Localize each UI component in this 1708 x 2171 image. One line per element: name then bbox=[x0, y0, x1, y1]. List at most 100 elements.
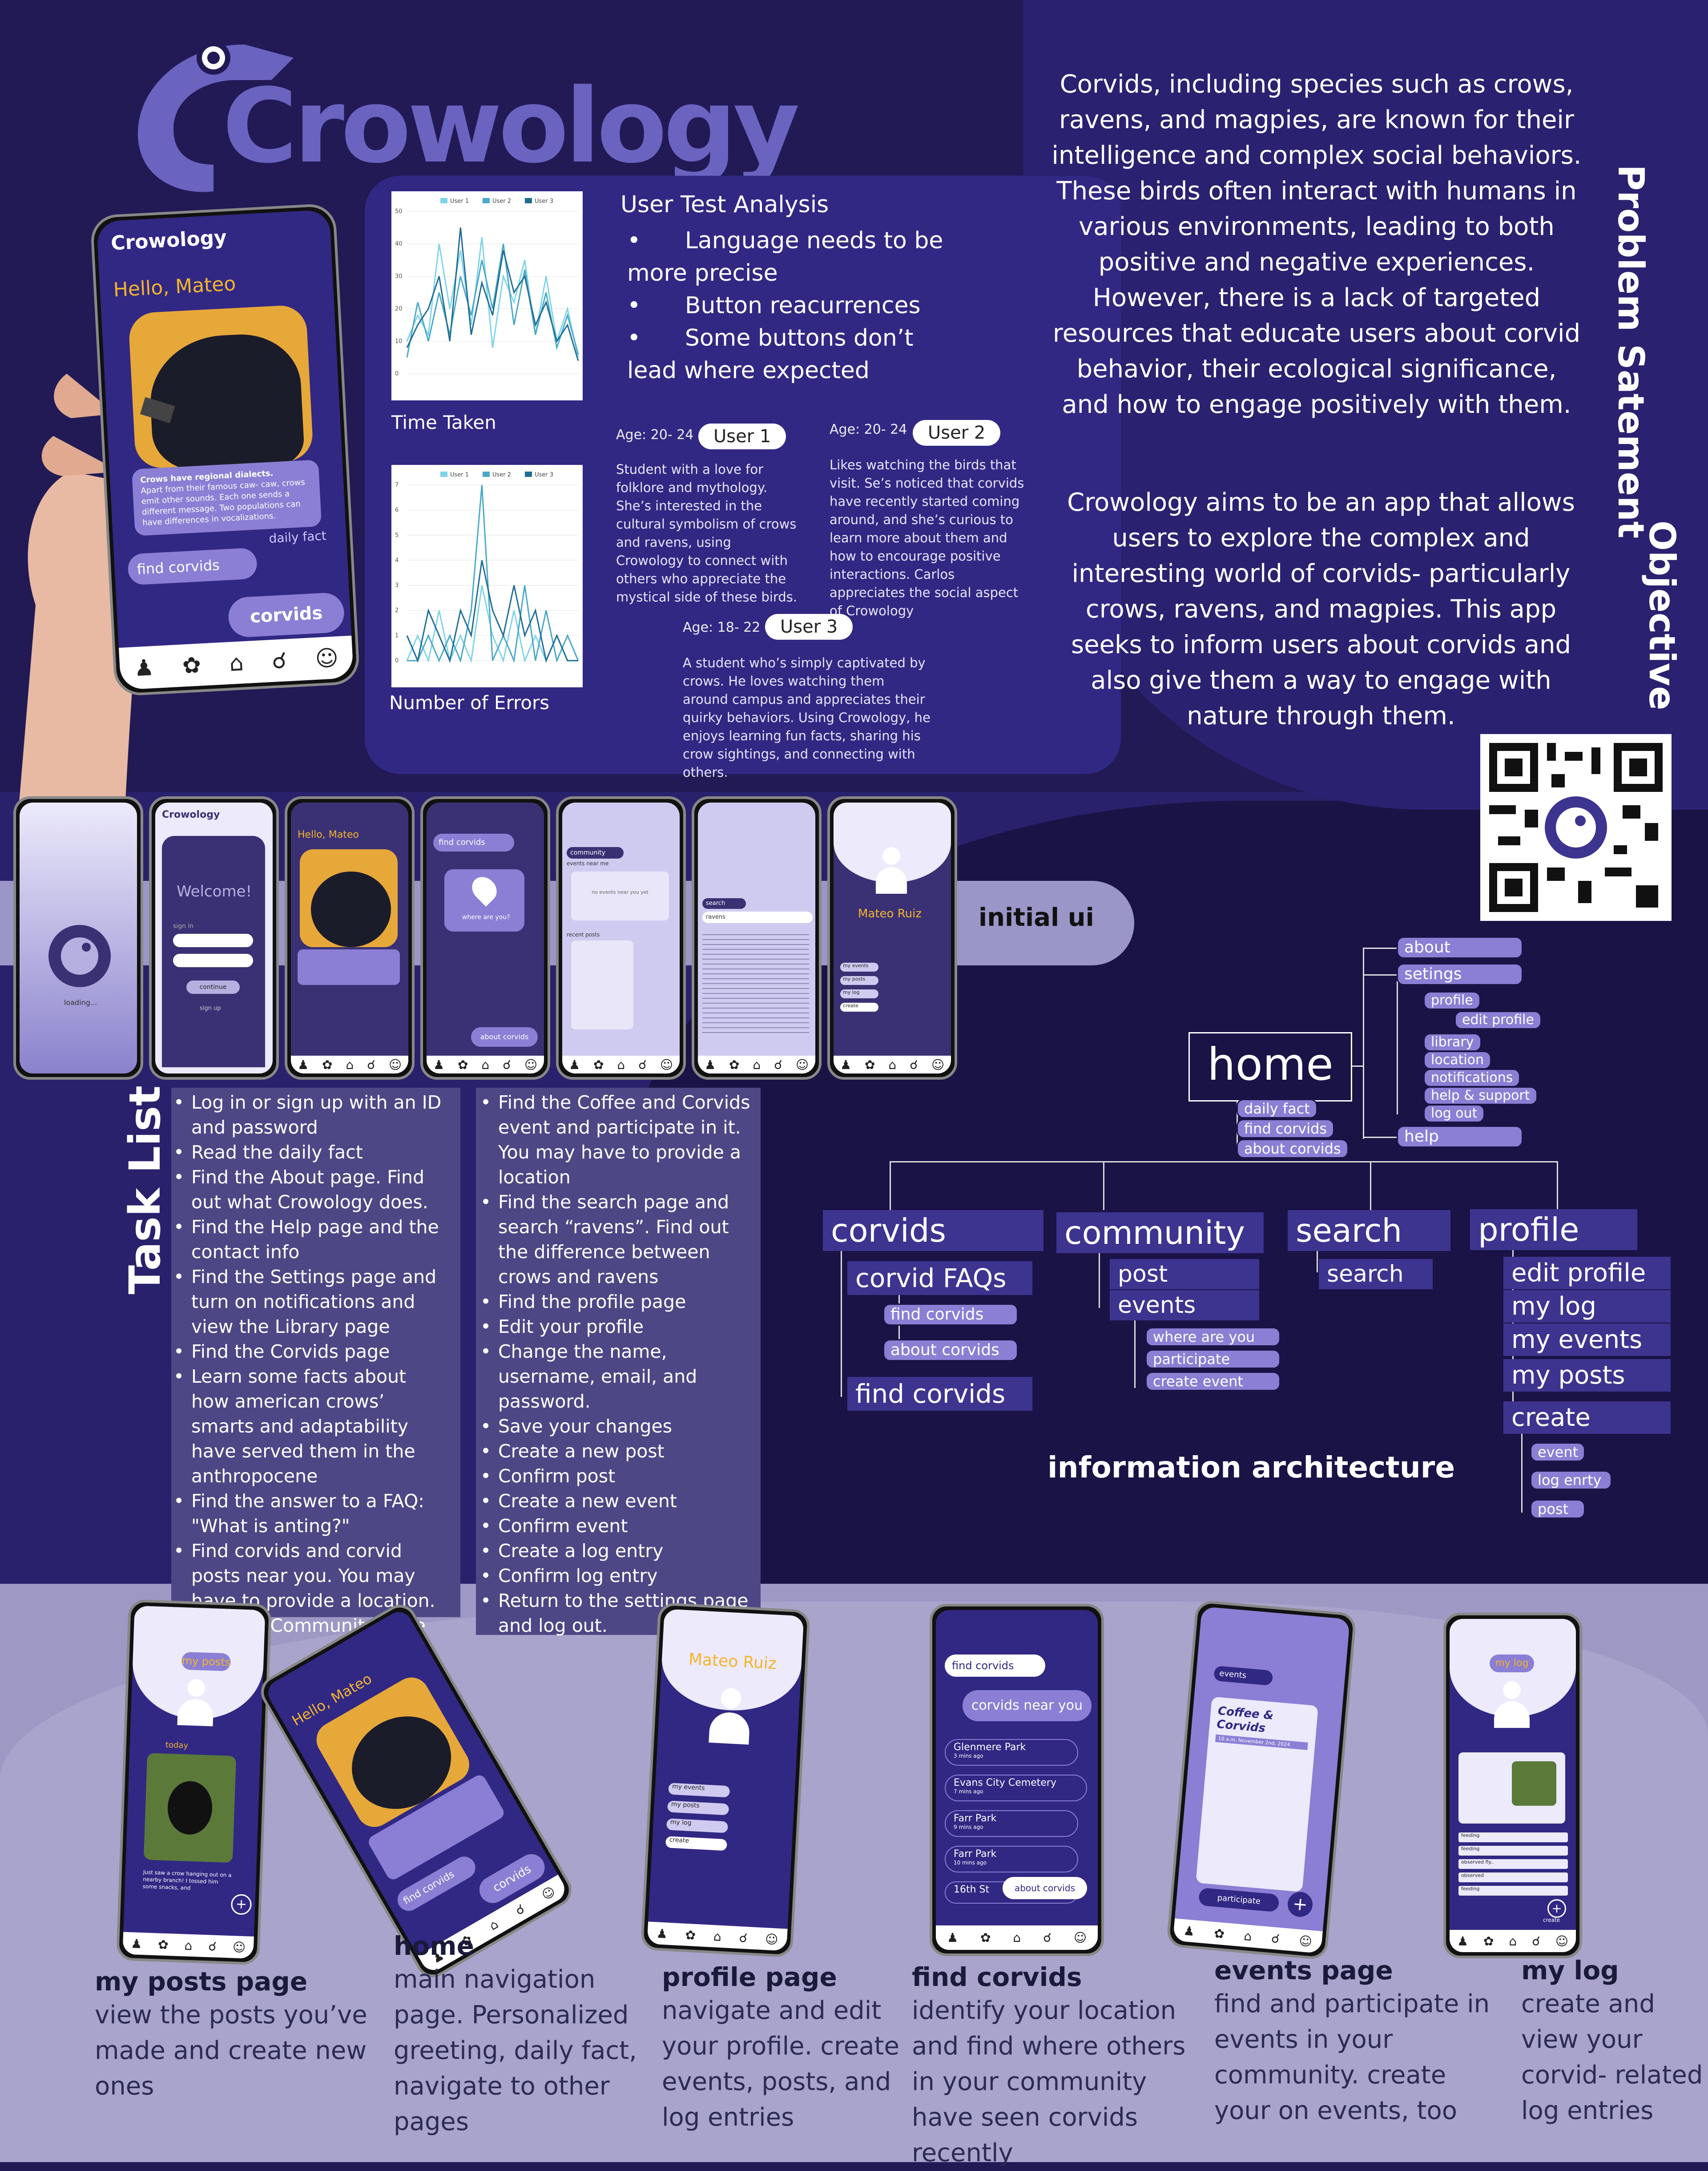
search-tab[interactable]: search bbox=[702, 898, 746, 909]
y-tick-label: 10 bbox=[395, 338, 403, 345]
persona-age: Age: 20- 24 bbox=[616, 427, 694, 443]
my-log-button[interactable]: my log bbox=[666, 1818, 729, 1833]
about-corvids-button[interactable]: about corvids bbox=[1003, 1877, 1087, 1899]
screen-desc: navigate and edit your profile. create e… bbox=[662, 1996, 899, 2132]
phone-logo: Crowology bbox=[162, 809, 220, 820]
ia-search: search bbox=[1288, 1210, 1450, 1251]
find-corvids-phone: find corvids corvids near you Glenmere P… bbox=[930, 1604, 1104, 1956]
my-posts-button[interactable]: my posts bbox=[667, 1800, 729, 1816]
participate-button[interactable]: participate bbox=[1198, 1887, 1280, 1913]
qr-code-icon bbox=[1489, 743, 1663, 912]
add-icon[interactable]: + bbox=[1547, 1899, 1566, 1918]
location-card[interactable]: where are you? bbox=[444, 869, 524, 932]
task-item: Change the name, username, email, and pa… bbox=[480, 1339, 756, 1414]
create-button[interactable]: create bbox=[840, 1003, 878, 1012]
series-line bbox=[406, 560, 578, 663]
task-item: Find the answer to a FAQ: "What is antin… bbox=[173, 1489, 449, 1538]
events-tab[interactable]: events bbox=[1213, 1665, 1273, 1686]
ia-node: find corvids bbox=[1237, 1119, 1335, 1138]
post-text: Just saw a crow hanging out on a nearby … bbox=[142, 1869, 232, 1891]
qr-code[interactable] bbox=[1480, 734, 1672, 921]
feather-icon[interactable]: ✿ bbox=[181, 652, 202, 679]
no-events: no events near you yet bbox=[571, 872, 669, 920]
screen-desc: create and view your corvid- related log… bbox=[1521, 1989, 1703, 2125]
fact-card: Crows have regional dialects. Apart from… bbox=[132, 460, 322, 536]
profile-name: Mateo Ruiz bbox=[858, 907, 922, 920]
fact-tag: daily fact bbox=[268, 528, 327, 546]
ia-home: home bbox=[1188, 1032, 1352, 1102]
log-entry[interactable]: observed fly.. bbox=[1458, 1859, 1568, 1869]
sign-in-label: sign in bbox=[173, 923, 194, 930]
legend-swatch bbox=[440, 472, 447, 477]
bottom-nav: ♟✿⌂☌☺ bbox=[647, 1921, 788, 1951]
sign-up-link[interactable]: sign up bbox=[200, 1005, 221, 1012]
objective-text: Crowology aims to be an app that allows … bbox=[1067, 488, 1575, 730]
ia-profile: profile bbox=[1470, 1209, 1637, 1250]
community-screen: community events near me no events near … bbox=[556, 796, 686, 1080]
legend-label: User 2 bbox=[492, 472, 511, 478]
community-icon[interactable]: ♟ bbox=[133, 654, 155, 681]
task-item: Create a new post bbox=[480, 1439, 756, 1464]
series-line bbox=[406, 243, 579, 358]
log-entry[interactable]: feeding bbox=[1458, 1886, 1568, 1896]
continue-button[interactable]: continue bbox=[186, 981, 240, 994]
task-list-2: Find the Coffee and Corvids event and pa… bbox=[480, 1090, 756, 1638]
legend-label: User 1 bbox=[450, 198, 469, 205]
avatar-icon bbox=[876, 847, 907, 896]
task-list-1: Log in or sign up with an ID and passwor… bbox=[173, 1090, 449, 1638]
add-icon[interactable]: + bbox=[1286, 1891, 1314, 1918]
ia-node: event bbox=[1530, 1442, 1585, 1462]
phone-logo: Crowology bbox=[110, 226, 227, 255]
find-corvids-input[interactable]: find corvids bbox=[433, 834, 514, 851]
ia-node: library bbox=[1423, 1033, 1482, 1052]
password-input[interactable] bbox=[173, 954, 253, 967]
search-icon[interactable]: ☌ bbox=[271, 647, 288, 674]
persona-name: User 1 bbox=[698, 424, 786, 449]
my-posts-tab[interactable]: my posts bbox=[181, 1651, 231, 1671]
profile-phone: Mateo Ruiz my events my posts my log cre… bbox=[640, 1602, 811, 1958]
create-label: create bbox=[1543, 1917, 1560, 1923]
corvids-button[interactable]: corvids bbox=[227, 592, 345, 638]
task-item: Create a new event bbox=[480, 1489, 756, 1513]
add-icon[interactable]: + bbox=[230, 1894, 252, 1915]
ia-node: help bbox=[1397, 1126, 1523, 1148]
log-entry[interactable]: feeding bbox=[1458, 1846, 1568, 1856]
my-log-button[interactable]: my log bbox=[840, 989, 878, 998]
y-tick-label: 20 bbox=[395, 306, 403, 312]
log-entry[interactable]: observed bbox=[1458, 1872, 1568, 1882]
welcome-screen: Crowology Welcome! sign in continue sign… bbox=[149, 796, 279, 1080]
find-corvids-input[interactable]: find corvids bbox=[945, 1654, 1045, 1677]
event-card[interactable]: Coffee & Corvids 10 a.m. November 2nd, 2… bbox=[1196, 1696, 1318, 1892]
community-tab[interactable]: community bbox=[567, 847, 624, 859]
search-input[interactable]: ravens bbox=[702, 912, 813, 923]
legend-swatch bbox=[440, 198, 447, 203]
my-log-tab[interactable]: my log bbox=[1490, 1654, 1534, 1672]
ia-node: my log bbox=[1503, 1290, 1671, 1323]
analysis-point: • Some buttons don’t lead where expected bbox=[627, 325, 914, 384]
my-events-button[interactable]: my events bbox=[668, 1783, 730, 1798]
home-icon[interactable]: ⌂ bbox=[229, 650, 244, 676]
log-entry[interactable]: feeding bbox=[1458, 1832, 1568, 1842]
loading-text: loading... bbox=[64, 998, 97, 1007]
username-input[interactable] bbox=[173, 934, 253, 947]
avatar-icon bbox=[709, 1687, 752, 1751]
find-corvids-button[interactable]: find corvids bbox=[127, 547, 258, 585]
ia-node: events bbox=[1110, 1290, 1259, 1320]
where-are-you: where are you? bbox=[462, 914, 510, 921]
my-posts-button[interactable]: my posts bbox=[840, 976, 878, 985]
about-corvids-button[interactable]: about corvids bbox=[471, 1027, 538, 1047]
task-item: Find the Help page and the contact info bbox=[173, 1215, 449, 1264]
my-events-button[interactable]: my events bbox=[840, 963, 878, 972]
bottom-nav: ♟ ✿ ⌂ ☌ ☺ bbox=[118, 635, 354, 690]
ia-node: setings bbox=[1397, 963, 1523, 985]
profile-icon[interactable]: ☺ bbox=[314, 644, 339, 672]
create-button[interactable]: create bbox=[665, 1836, 728, 1851]
analysis-point: • Button reacurrences bbox=[627, 292, 921, 319]
task-item: Find the profile page bbox=[480, 1289, 756, 1314]
task-item: Edit your profile bbox=[480, 1314, 756, 1339]
